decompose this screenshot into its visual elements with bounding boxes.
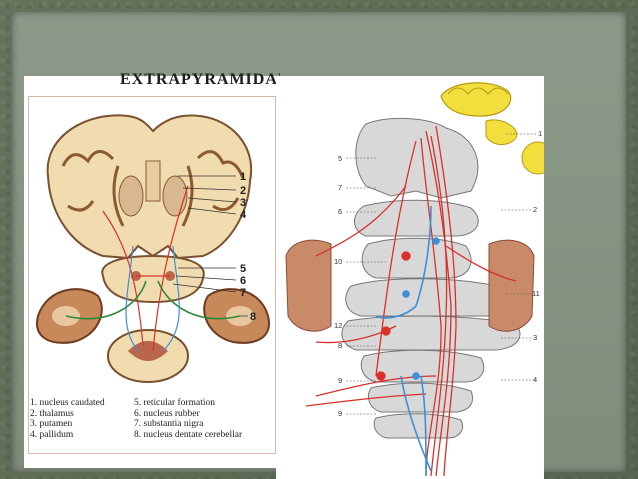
left-brain-illustration: 1 2 3 4 5 6 7 8: [36, 114, 270, 383]
pathway-label-12: 12: [334, 321, 342, 330]
callout-4: 4: [240, 209, 247, 221]
coronal-section: [46, 114, 253, 260]
legend-item: 8. nucleus dentate cerebellar: [134, 429, 243, 440]
legend-item: 4. pallidum: [30, 429, 74, 440]
face-illustrations: [285, 239, 535, 332]
pathway-label-6: 6: [338, 207, 342, 216]
pathway-lines: [65, 185, 241, 352]
pathway-label-10: 10: [334, 257, 342, 266]
callout-lines: [172, 175, 248, 317]
cerebellum-illustration: [440, 82, 544, 175]
pathway-label-8: 8: [338, 341, 342, 350]
legend-item: 1. nucleus caudated: [30, 398, 105, 408]
pathway-label-9b: 9: [338, 409, 342, 418]
legend-item: 6. nucleus rubber: [134, 408, 200, 419]
red-pathway-bundle: [305, 125, 517, 477]
callout-6: 6: [240, 275, 246, 287]
callout-3: 3: [240, 197, 246, 209]
pathway-label-2: 2: [533, 205, 537, 214]
spinal-cord-section: [107, 329, 189, 383]
callout-5: 5: [240, 263, 246, 275]
legend-item: 5. reticular formation: [134, 398, 215, 408]
midbrain-section: [101, 254, 205, 304]
legend-item: 3. putamen: [30, 419, 73, 429]
pathway-label-3: 3: [533, 333, 537, 342]
pathway-label-11: 11: [532, 289, 540, 298]
pathway-label-5: 5: [338, 154, 342, 163]
pathway-label-9a: 9: [338, 376, 342, 385]
callout-1: 1: [240, 171, 246, 183]
pathway-label-1: 1: [538, 129, 542, 138]
legend-item: 7. substantia nigra: [134, 419, 204, 429]
label-lines: [346, 133, 536, 415]
slide-title: EXTRAPYRAMIDAL: [120, 71, 280, 88]
callout-2: 2: [240, 185, 246, 197]
callout-7: 7: [240, 287, 246, 299]
legend-column-1: 1. nucleus caudated 2. thalamus 3. putam…: [30, 398, 160, 440]
right-pathway-illustration: 5 7 6 10 12 8 9 9 1 2 11 3 4: [285, 82, 544, 477]
legend-item: 2. thalamus: [30, 408, 74, 419]
pathway-label-4: 4: [533, 375, 537, 384]
pathway-label-7: 7: [338, 183, 342, 192]
legend-column-2: 5. reticular formation 6. nucleus rubber…: [134, 398, 264, 440]
callout-8: 8: [250, 311, 256, 323]
blue-pathway: [375, 205, 440, 477]
